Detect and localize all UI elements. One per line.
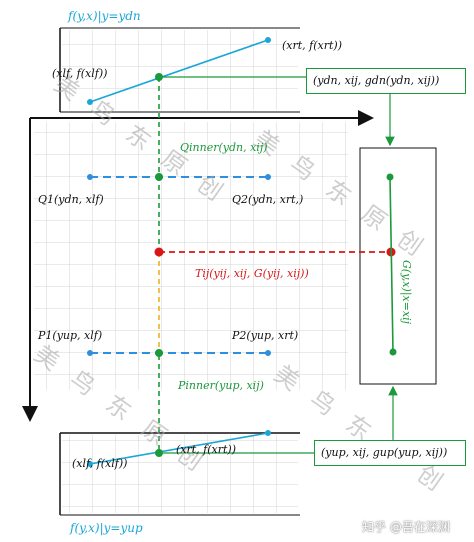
bottom-left-label: (xlf, f(xlf)) <box>72 457 128 470</box>
top-callout-text: (ydn, xij, gdn(ydn, xij)) <box>313 74 440 87</box>
p2-point <box>265 350 271 356</box>
bottom-right-label: (xrt, f(xrt)) <box>176 443 236 456</box>
q1-label: Q1(ydn, xlf) <box>38 193 104 206</box>
bottom-left-point <box>87 461 93 467</box>
top-right-label: (xrt, f(xrt)) <box>282 39 342 52</box>
q2-label: Q2(ydn, xrt,) <box>232 193 304 206</box>
bottom-interp-line <box>89 432 269 465</box>
top-left-point <box>87 99 93 105</box>
credit-watermark: 知乎 @吾在深渊 <box>362 520 450 534</box>
top-callout-box: (ydn, xij, gdn(ydn, xij)) <box>306 68 466 94</box>
right-top-point <box>386 173 394 181</box>
right-plot-label: G(y,x)|x=xij <box>400 260 413 325</box>
main-grid <box>34 122 348 390</box>
bottom-green-point <box>155 449 163 457</box>
right-plot-frame <box>359 147 437 385</box>
p-inner-point <box>155 349 163 357</box>
top-left-label: (xlf, f(xlf)) <box>52 67 108 80</box>
right-bottom-point <box>389 348 397 356</box>
t-left-point <box>154 247 164 257</box>
q2-point <box>265 174 271 180</box>
p1-label: P1(yup, xlf) <box>38 329 103 342</box>
p1-point <box>87 350 93 356</box>
bottom-callout-box: (yup, xij, gup(yup, xij)) <box>314 440 466 466</box>
q-inner-label: Qinner(ydn, xij) <box>180 141 268 154</box>
q-inner-point <box>155 173 163 181</box>
bottom-plot-title: f(y,x)|y=yup <box>70 521 143 535</box>
bottom-right-point <box>265 430 271 436</box>
top-plot-title: f(y,x)|y=ydn <box>68 9 141 23</box>
t-label: Tij(yij, xij, G(yij, xij)) <box>195 267 309 280</box>
top-right-point <box>265 37 271 43</box>
right-interp-line <box>389 176 394 353</box>
top-interp-line <box>89 39 269 103</box>
p-inner-label: Pinner(yup, xij) <box>178 379 264 392</box>
q1-point <box>87 174 93 180</box>
p2-label: P2(yup, xrt) <box>232 329 299 342</box>
bottom-callout-text: (yup, xij, gup(yup, xij)) <box>321 446 448 459</box>
